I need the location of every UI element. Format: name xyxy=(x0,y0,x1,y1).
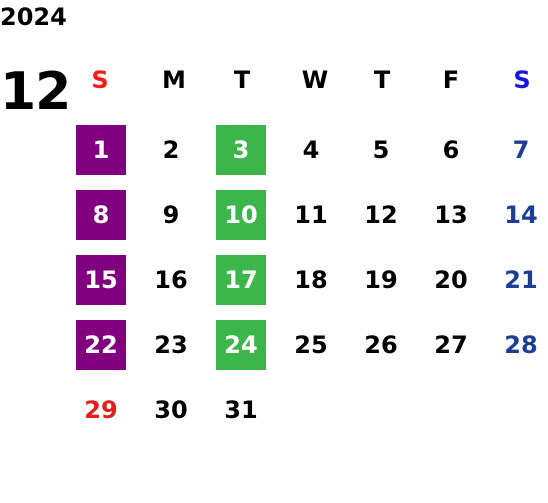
day-cell[interactable]: 14 xyxy=(504,201,538,229)
day-cell[interactable]: 1 xyxy=(76,125,126,175)
weekday-header-thursday: T xyxy=(373,66,391,94)
weekday-header-sunday: S xyxy=(91,66,109,94)
day-cell[interactable]: 29 xyxy=(84,396,118,424)
day-cell[interactable]: 7 xyxy=(512,136,530,164)
day-cell[interactable]: 3 xyxy=(216,125,266,175)
day-cell[interactable]: 13 xyxy=(434,201,468,229)
month-number: 12 xyxy=(0,62,71,122)
day-cell[interactable]: 26 xyxy=(364,331,398,359)
day-cell[interactable]: 15 xyxy=(76,255,126,305)
weekday-header-wednesday: W xyxy=(301,66,329,94)
weekday-header-saturday: S xyxy=(513,66,531,94)
day-cell[interactable]: 24 xyxy=(216,320,266,370)
day-cell[interactable]: 10 xyxy=(216,190,266,240)
day-cell[interactable]: 9 xyxy=(162,201,180,229)
day-cell[interactable]: 5 xyxy=(372,136,390,164)
day-cell[interactable]: 4 xyxy=(302,136,320,164)
day-cell[interactable]: 25 xyxy=(294,331,328,359)
day-cell[interactable]: 27 xyxy=(434,331,468,359)
day-cell[interactable]: 28 xyxy=(504,331,538,359)
year-label: 2024 xyxy=(0,3,67,31)
day-cell[interactable]: 21 xyxy=(504,266,538,294)
weekday-header-tuesday: T xyxy=(233,66,251,94)
day-cell[interactable]: 2 xyxy=(162,136,180,164)
day-cell[interactable]: 23 xyxy=(154,331,188,359)
day-cell[interactable]: 6 xyxy=(442,136,460,164)
day-cell[interactable]: 20 xyxy=(434,266,468,294)
day-cell[interactable]: 11 xyxy=(294,201,328,229)
weekday-header-friday: F xyxy=(442,66,460,94)
day-cell[interactable]: 30 xyxy=(154,396,188,424)
day-cell[interactable]: 22 xyxy=(76,320,126,370)
day-cell[interactable]: 18 xyxy=(294,266,328,294)
day-cell[interactable]: 31 xyxy=(224,396,258,424)
weekday-header-monday: M xyxy=(162,66,186,94)
day-cell[interactable]: 12 xyxy=(364,201,398,229)
day-cell[interactable]: 19 xyxy=(364,266,398,294)
day-cell[interactable]: 8 xyxy=(76,190,126,240)
day-cell[interactable]: 17 xyxy=(216,255,266,305)
day-cell[interactable]: 16 xyxy=(154,266,188,294)
